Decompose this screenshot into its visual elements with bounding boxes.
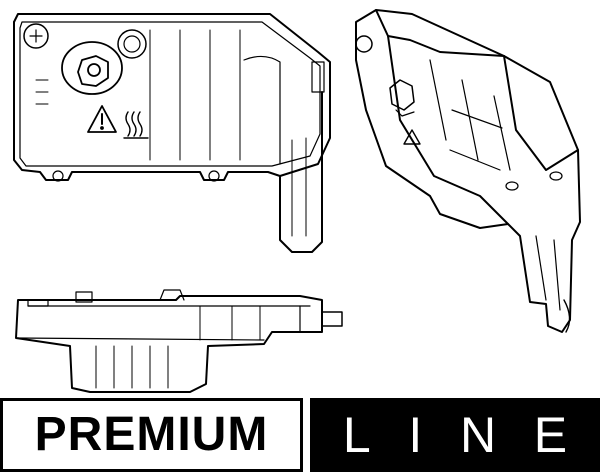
premium-label: PREMIUM [34, 408, 269, 461]
hot-steam-icon [123, 111, 149, 139]
line-letter-i: I [408, 407, 423, 463]
line-letter-l: L [342, 407, 371, 463]
line-letter-n: N [459, 407, 497, 463]
warning-triangle-icon [87, 105, 117, 133]
premium-badge: PREMIUM [0, 398, 303, 472]
line-letter-e: E [533, 407, 568, 463]
coolant-tank-drawings [13, 9, 581, 393]
filler-cap-icon [61, 41, 123, 95]
side-view [15, 289, 343, 393]
perspective-view [355, 9, 581, 333]
front-view [13, 13, 331, 253]
premium-line-banner: PREMIUM L I N E [0, 398, 600, 472]
line-badge: L I N E [310, 398, 600, 472]
